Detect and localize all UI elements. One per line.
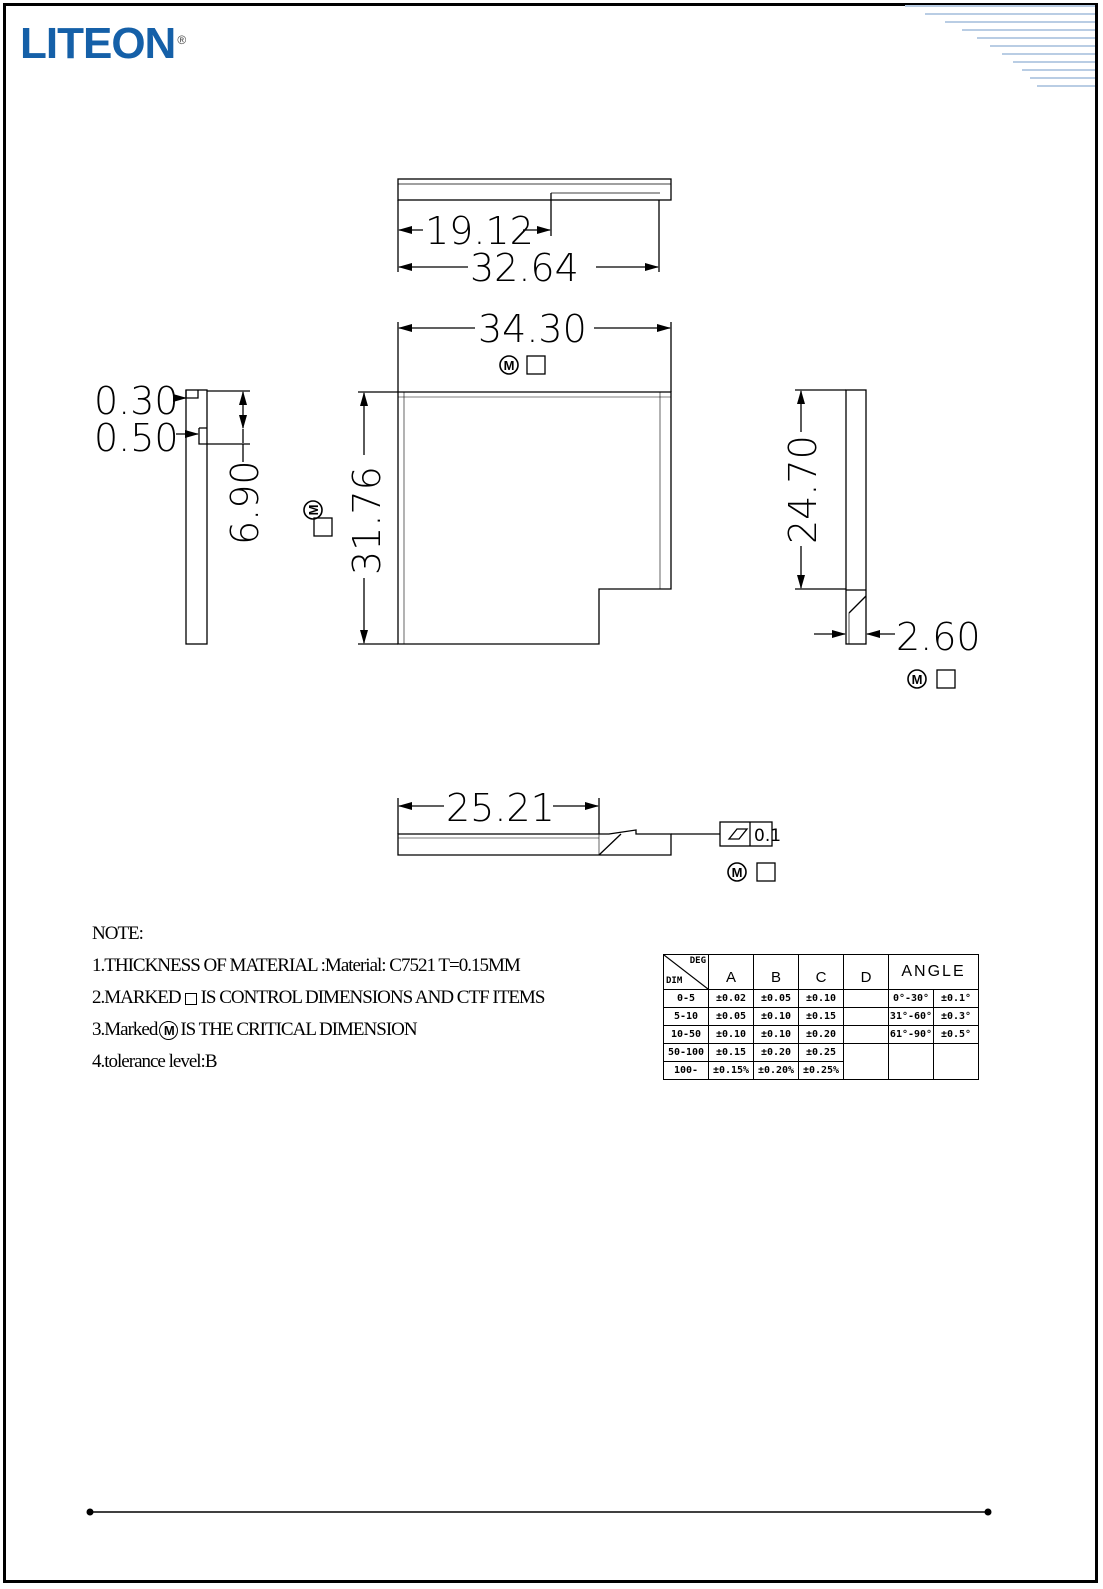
dim-text-25-21: 25.21	[446, 786, 555, 830]
col-c: C	[798, 965, 844, 990]
dim-text-6-90: 6.90	[223, 460, 267, 545]
page-frame	[3, 3, 1098, 1583]
mark-flatness: M	[727, 862, 776, 882]
angle-header: ANGLE	[888, 954, 979, 990]
mark-34-30: M	[499, 355, 546, 375]
dim-text-34-30: 34.30	[478, 307, 587, 351]
flatness-value: 0.1	[754, 826, 781, 846]
bottom-view-part	[397, 829, 672, 856]
dim-text-31-76: 31.76	[345, 466, 389, 575]
top-view-part	[397, 178, 672, 201]
notes-heading: NOTE:	[92, 923, 144, 944]
table-row: 100- ±0.15% ±0.20% ±0.25%	[663, 1061, 979, 1080]
dim-0-30	[173, 390, 250, 429]
flatness-leader	[671, 821, 773, 847]
dim-text-19-12: 19.12	[425, 209, 534, 253]
notes-block: NOTE: 1.THICKNESS OF MATERIAL :Material:…	[92, 918, 545, 1078]
table-row: 10-50 ±0.10 ±0.10 ±0.20 61°-90° ±0.5°	[663, 1025, 979, 1044]
dim-31-76	[358, 391, 398, 645]
footer-dot-right	[984, 1508, 992, 1516]
corner-cell: DEG DIM	[663, 954, 709, 990]
dim-text-0-50: 0.50	[94, 416, 179, 460]
col-a: A	[708, 965, 754, 990]
table-row: 5-10 ±0.05 ±0.10 ±0.15 31°-60° ±0.3°	[663, 1007, 979, 1026]
corner-decoration	[905, 5, 1095, 87]
dim-24-70	[795, 389, 846, 590]
svg-text:M: M	[306, 505, 321, 516]
control-square-icon	[184, 992, 197, 1005]
dim-text-32-64: 32.64	[470, 246, 579, 290]
dim-0-50	[176, 429, 250, 445]
tolerance-table: DEG DIM ANGLE A B C D 0-5 ±0.02 ±0.05 ±0…	[663, 953, 979, 1080]
svg-text:M: M	[912, 672, 923, 687]
col-d: D	[843, 965, 889, 990]
svg-text:M: M	[732, 865, 743, 880]
dim-19-12	[397, 193, 552, 272]
table-row: 0-5 ±0.02 ±0.05 ±0.10 0°-30° ±0.1°	[663, 989, 979, 1008]
dim-text-2-60: 2.60	[896, 615, 981, 659]
note-1: 1.THICKNESS OF MATERIAL :Material: C7521…	[92, 955, 521, 976]
footer-dot-left	[86, 1508, 94, 1516]
table-row: 50-100 ±0.15 ±0.20 ±0.25	[663, 1043, 979, 1080]
dim-text-24-70: 24.70	[781, 435, 825, 544]
front-view-part	[397, 391, 672, 645]
svg-text:M: M	[504, 358, 515, 373]
col-b: B	[753, 965, 799, 990]
right-side-view-part	[845, 389, 867, 645]
liteon-logo: LITEON®	[20, 19, 186, 68]
dim-25-21	[397, 798, 600, 834]
dim-text-0-30: 0.30	[94, 379, 179, 423]
critical-m-icon: M	[159, 1021, 179, 1041]
left-side-view-part	[185, 389, 208, 645]
mark-2-60: M	[907, 669, 956, 689]
note-4: 4.tolerance level:B	[92, 1051, 218, 1072]
dim-34-30	[397, 322, 672, 392]
mark-31-76: M	[303, 500, 333, 537]
dim-32-64	[398, 200, 660, 272]
